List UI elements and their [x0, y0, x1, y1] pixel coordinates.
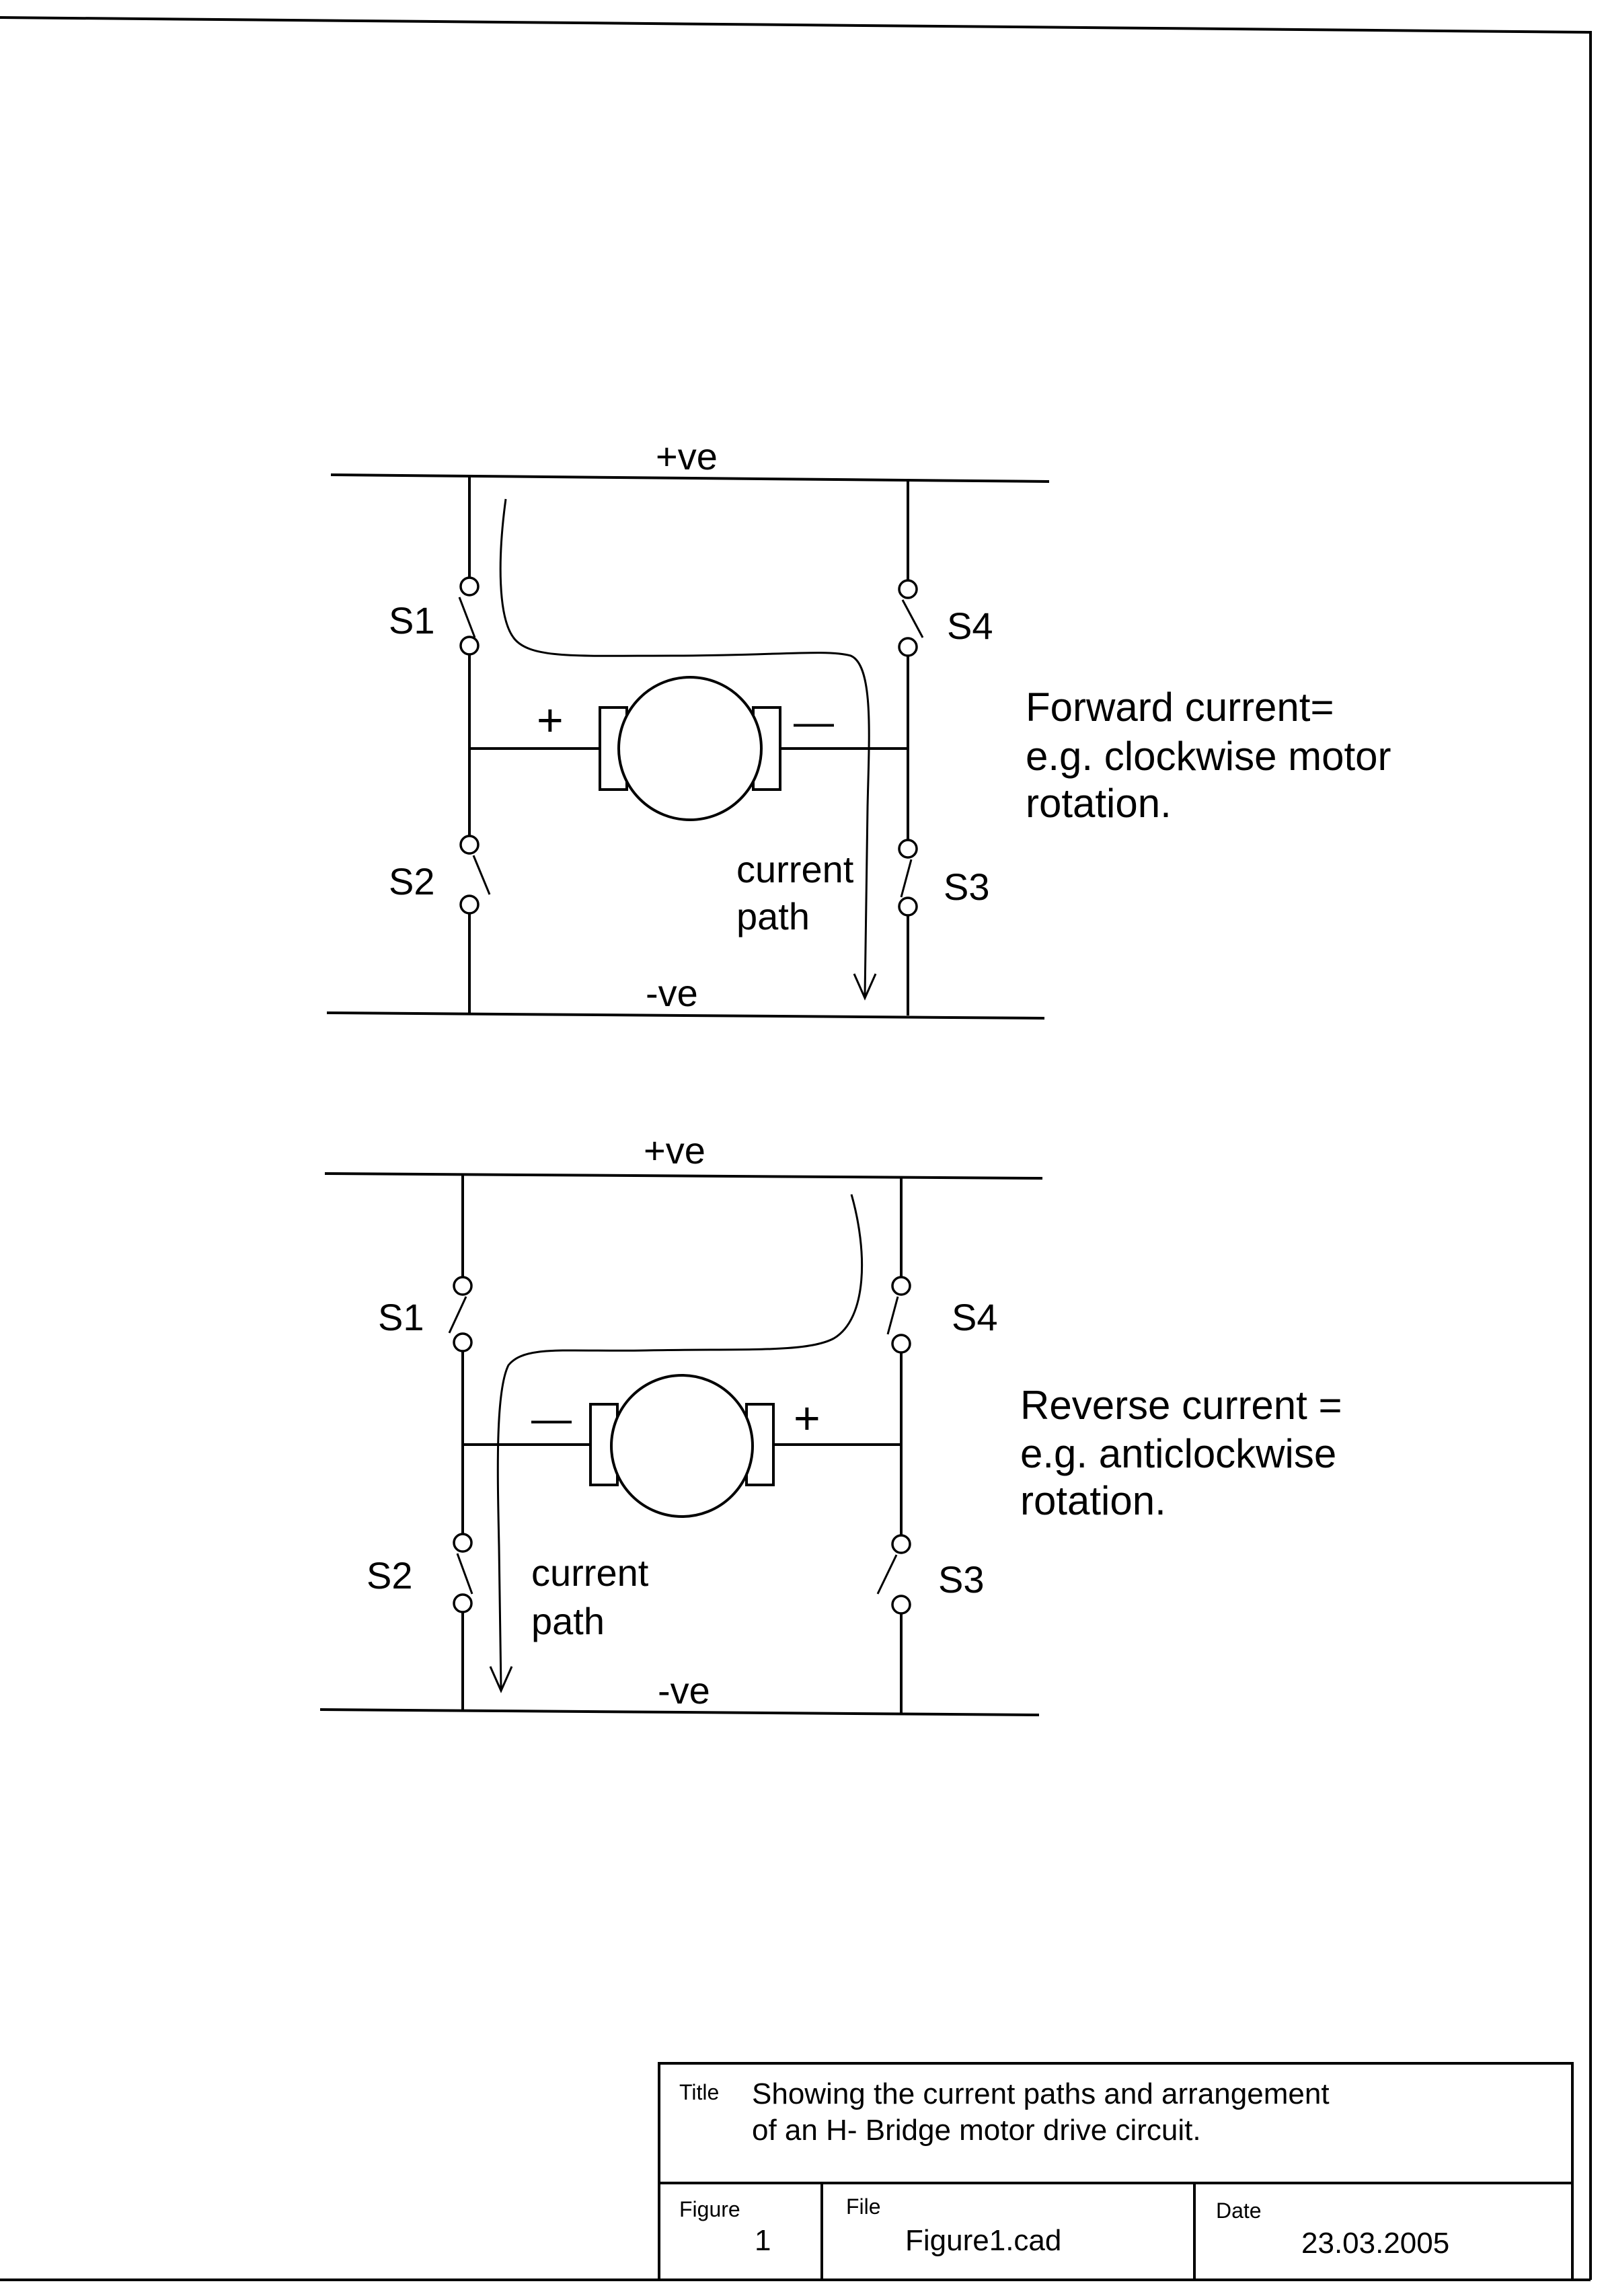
current-path-label: path [736, 895, 810, 937]
current-path-line [499, 498, 870, 996]
s3-contact-top [898, 839, 918, 859]
circuit-description: Forward current= [1026, 685, 1334, 730]
switch-label-s2: S2 [367, 1554, 413, 1597]
circuit-description: e.g. anticlockwise [1020, 1431, 1336, 1476]
s1-contact-bottom [453, 1332, 473, 1352]
circuit-description: rotation. [1020, 1478, 1166, 1523]
s4-contact-top [898, 579, 918, 599]
drawing-title: of an H- Bridge motor drive circuit. [752, 2114, 1201, 2147]
s3-contact-bottom [898, 896, 918, 917]
s1-contact-top [459, 576, 480, 597]
motor-icon [610, 1374, 754, 1518]
circuit-description: rotation. [1026, 781, 1172, 826]
title-block-frame [658, 2062, 1574, 2281]
figure-number: 1 [755, 2224, 771, 2257]
s2-contact-bottom [453, 1593, 473, 1613]
s4-contact-bottom [898, 637, 918, 657]
current-path-label: path [531, 1600, 605, 1642]
current-path-label: current [531, 1552, 649, 1594]
current-path-label: current [736, 848, 854, 890]
current-path-arrowhead [853, 973, 877, 1001]
title-block: Title Showing the current paths and arra… [658, 2062, 1574, 2281]
motor-right-polarity: + [794, 1393, 820, 1444]
motor-left-polarity: + [537, 695, 564, 746]
switch-label-s3: S3 [944, 866, 990, 908]
s2-blade [456, 1553, 473, 1595]
negative-rail-label: -ve [646, 972, 698, 1014]
file-name: Figure1.cad [905, 2224, 1061, 2257]
drawing-title: Showing the current paths and arrangemen… [752, 2077, 1330, 2110]
file-caption: File [846, 2194, 881, 2219]
circuit-description: e.g. clockwise motor [1026, 734, 1391, 779]
s1-contact-bottom [459, 636, 480, 656]
switch-label-s3: S3 [938, 1558, 985, 1601]
s2-contact-top [459, 835, 480, 855]
switch-label-s1: S1 [389, 599, 435, 642]
switch-label-s4: S4 [947, 605, 993, 647]
s3-contact-top [891, 1534, 911, 1554]
circuit-description: Reverse current = [1020, 1383, 1342, 1428]
positive-rail-label: +ve [644, 1129, 705, 1172]
s1-blade [448, 1296, 467, 1334]
motor-right-polarity: — [794, 699, 834, 744]
positive-rail [324, 1172, 1043, 1180]
current-path-arrowhead [489, 1666, 513, 1693]
figure-caption: Figure [679, 2197, 740, 2221]
s4-contact-bottom [891, 1334, 911, 1354]
s3-blade [876, 1554, 898, 1595]
s2-contact-bottom [459, 894, 480, 915]
negative-rail-label: -ve [658, 1669, 710, 1712]
s4-blade [901, 599, 924, 638]
switch-label-s1: S1 [378, 1296, 424, 1338]
sheet-border-top-right [0, 16, 1592, 2280]
s3-contact-bottom [891, 1595, 911, 1615]
motor-left-polarity: — [531, 1396, 572, 1441]
s4-contact-top [891, 1276, 911, 1296]
positive-rail-label: +ve [656, 435, 718, 477]
title-caption: Title [679, 2080, 719, 2104]
s1-blade [458, 597, 476, 638]
current-path-line [496, 1194, 864, 1689]
h-bridge-reverse: +ve -ve S1 S2 S3 S4 — + [319, 1129, 1342, 1716]
s4-blade [886, 1296, 899, 1335]
drawing-date: 23.03.2005 [1301, 2227, 1449, 2260]
s2-contact-top [453, 1533, 473, 1553]
date-caption: Date [1216, 2198, 1262, 2223]
negative-rail [326, 1011, 1045, 1020]
s3-blade [900, 859, 913, 898]
negative-rail [319, 1708, 1040, 1716]
s1-contact-top [453, 1276, 473, 1296]
h-bridge-forward: +ve -ve S1 S2 S3 S4 + — [326, 435, 1391, 1020]
switch-label-s2: S2 [389, 860, 435, 903]
switch-label-s4: S4 [952, 1296, 998, 1338]
positive-rail [330, 473, 1050, 483]
s2-blade [472, 855, 491, 895]
motor-icon [617, 676, 763, 821]
